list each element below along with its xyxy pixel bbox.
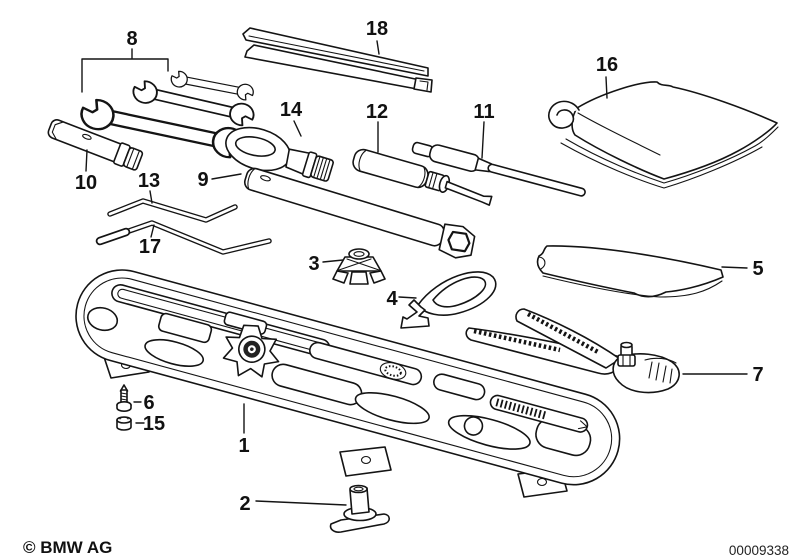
part-12-screwdriver-drawing bbox=[352, 148, 493, 206]
part-6-screw-drawing bbox=[116, 384, 132, 412]
callout-11[interactable]: 11 bbox=[473, 101, 494, 123]
callout-17[interactable]: 17 bbox=[139, 236, 161, 258]
callout-15[interactable]: 15 bbox=[143, 413, 165, 435]
part-18-lever-strip-drawing bbox=[242, 27, 433, 93]
part-1-tool-tray-drawing bbox=[75, 269, 621, 498]
image-number-text: 00009338 bbox=[729, 543, 789, 558]
callout-6[interactable]: 6 bbox=[143, 392, 154, 414]
copyright-text: © BMW AG bbox=[23, 538, 112, 557]
part-9-tube-drawing bbox=[243, 167, 476, 259]
callout-12[interactable]: 12 bbox=[366, 101, 388, 123]
part-4-hook-drawing bbox=[400, 271, 497, 329]
part-5-pad-drawing bbox=[536, 245, 724, 298]
callout-8[interactable]: 8 bbox=[126, 28, 137, 50]
callout-5[interactable]: 5 bbox=[752, 258, 763, 280]
callout-1[interactable]: 1 bbox=[238, 435, 249, 457]
part-11-rod-drawing bbox=[411, 141, 586, 197]
part-15-cap-drawing bbox=[116, 416, 132, 431]
part-10-socket-drawing bbox=[47, 119, 144, 171]
callout-2[interactable]: 2 bbox=[239, 493, 250, 515]
callout-18[interactable]: 18 bbox=[366, 18, 388, 40]
callout-3[interactable]: 3 bbox=[308, 253, 319, 275]
part-3-clamp-drawing bbox=[332, 248, 386, 285]
callout-13[interactable]: 13 bbox=[138, 170, 160, 192]
callout-4[interactable]: 4 bbox=[386, 288, 398, 310]
part-16-bag-drawing bbox=[548, 81, 779, 189]
part-7-pliers-drawing bbox=[465, 308, 680, 394]
part-17-hex-key-drawing bbox=[95, 220, 272, 255]
callout-9[interactable]: 9 bbox=[197, 169, 208, 191]
callout-7[interactable]: 7 bbox=[752, 364, 763, 386]
part-13-hex-key-drawing bbox=[107, 198, 238, 223]
leader-lines bbox=[81, 40, 748, 506]
callout-10[interactable]: 10 bbox=[75, 172, 97, 194]
callout-14[interactable]: 14 bbox=[280, 99, 303, 121]
callout-16[interactable]: 16 bbox=[596, 54, 618, 76]
part-2-plug-drawing bbox=[329, 484, 391, 533]
